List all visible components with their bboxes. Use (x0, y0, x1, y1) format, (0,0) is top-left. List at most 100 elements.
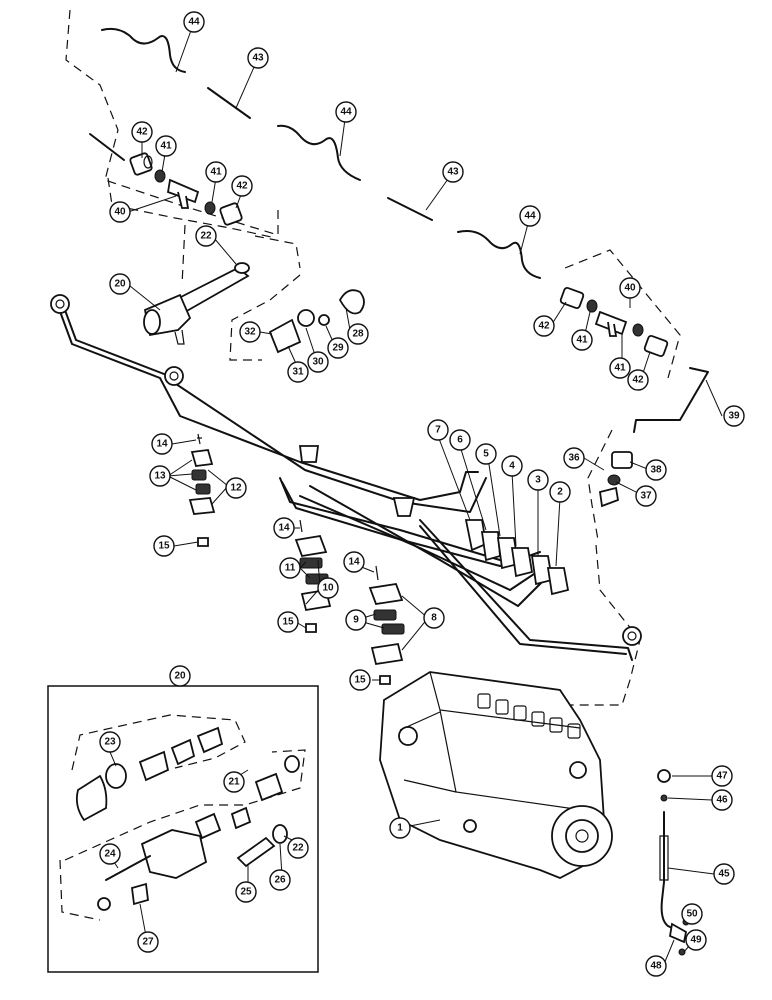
callout-14-c: 14 (343, 551, 365, 573)
callout-46: 46 (711, 789, 733, 811)
line-nuts (50, 294, 642, 646)
svg-text:25: 25 (240, 887, 252, 898)
callout-41-a: 41 (155, 135, 177, 157)
svg-text:7: 7 (435, 425, 441, 436)
callout-44-middle: 44 (335, 101, 357, 123)
group-outline-top-lines (65, 9, 279, 236)
tee-fitting (166, 178, 200, 209)
callout-41-b: 41 (205, 161, 227, 183)
return-line-39 (633, 367, 709, 433)
svg-text:26: 26 (274, 875, 286, 886)
injection-line-43-top (207, 87, 251, 119)
callout-42-a: 42 (131, 121, 153, 143)
svg-text:41: 41 (210, 167, 222, 178)
svg-text:10: 10 (322, 583, 334, 594)
nozzle-holder (143, 266, 250, 345)
callout-41-c: 41 (571, 329, 593, 351)
svg-text:42: 42 (538, 321, 550, 332)
callout-15-c: 15 (349, 669, 371, 691)
svg-text:36: 36 (568, 453, 580, 464)
svg-text:39: 39 (728, 411, 740, 422)
svg-text:29: 29 (332, 343, 344, 354)
svg-text:40: 40 (114, 207, 126, 218)
svg-text:41: 41 (576, 335, 588, 346)
callout-45: 45 (713, 863, 735, 885)
callout-32: 32 (239, 321, 261, 343)
throttle-linkage (657, 769, 690, 956)
callout-41-d: 41 (609, 357, 631, 379)
callout-24: 24 (99, 843, 121, 865)
callout-22-a: 22 (195, 225, 217, 247)
callout-1: 1 (389, 817, 411, 839)
callout-27: 27 (137, 931, 159, 953)
svg-text:43: 43 (252, 53, 264, 64)
svg-text:44: 44 (188, 17, 200, 28)
leader-lines (109, 21, 723, 965)
svg-text:15: 15 (354, 675, 366, 686)
injection-line-44-middle (277, 124, 361, 181)
clamp-set-lower (368, 565, 405, 685)
callout-43-middle: 43 (442, 161, 464, 183)
svg-text:13: 13 (154, 471, 166, 482)
clamp-set-upper (188, 433, 216, 547)
callout-48: 48 (645, 955, 667, 977)
svg-text:15: 15 (282, 617, 294, 628)
adapter-nut-42-left (129, 152, 153, 176)
line-stub-left (89, 133, 125, 161)
callout-36: 36 (563, 447, 585, 469)
injection-line-44-bottom (457, 230, 541, 279)
injection-line-43-middle (387, 197, 433, 221)
callout-13: 13 (149, 465, 171, 487)
callout-49: 49 (685, 929, 707, 951)
svg-text:41: 41 (614, 363, 626, 374)
group-outline-return (547, 429, 641, 721)
svg-text:22: 22 (292, 843, 304, 854)
callout-15-a: 15 (153, 535, 175, 557)
group-outline-left-fitting (107, 177, 277, 239)
callout-14-a: 14 (151, 433, 173, 455)
callout-14-b: 14 (273, 517, 295, 539)
callout-25: 25 (235, 881, 257, 903)
svg-text:49: 49 (690, 935, 702, 946)
clamp-set-middle (294, 519, 332, 633)
callout-15-b: 15 (277, 611, 299, 633)
svg-text:43: 43 (447, 167, 459, 178)
callout-22-b: 22 (287, 837, 309, 859)
injection-pump (379, 671, 613, 879)
group-outline-nozzle (181, 224, 301, 361)
delivery-nuts-2-7 (464, 519, 570, 596)
svg-text:28: 28 (352, 329, 364, 340)
svg-text:2: 2 (557, 487, 563, 498)
callout-40-b: 40 (619, 277, 641, 299)
callout-43-top: 43 (247, 47, 269, 69)
callout-3: 3 (527, 469, 549, 491)
callout-5: 5 (475, 443, 497, 465)
svg-text:50: 50 (686, 909, 698, 920)
svg-text:42: 42 (632, 375, 644, 386)
svg-text:42: 42 (136, 127, 148, 138)
ferrule-41-left-2 (204, 201, 216, 215)
svg-text:6: 6 (457, 435, 463, 446)
nozzle-parts (268, 289, 365, 354)
callout-11: 11 (279, 557, 301, 579)
svg-text:9: 9 (353, 615, 359, 626)
callout-28: 28 (347, 323, 369, 345)
injection-line-44-top (101, 27, 186, 73)
fittings-36-38 (598, 451, 633, 508)
callout-10: 10 (317, 577, 339, 599)
callout-7: 7 (427, 419, 449, 441)
callout-30: 30 (307, 351, 329, 373)
svg-text:30: 30 (312, 357, 324, 368)
svg-text:3: 3 (535, 475, 541, 486)
svg-text:27: 27 (142, 937, 154, 948)
callout-8: 8 (423, 607, 445, 629)
svg-text:8: 8 (431, 613, 437, 624)
adapter-nut-42-left-2 (219, 202, 243, 226)
callout-2: 2 (549, 481, 571, 503)
svg-text:11: 11 (285, 563, 296, 574)
right-fitting-set (559, 287, 669, 357)
callout-6: 6 (449, 429, 471, 451)
svg-text:15: 15 (158, 541, 170, 552)
callout-42-b: 42 (231, 175, 253, 197)
